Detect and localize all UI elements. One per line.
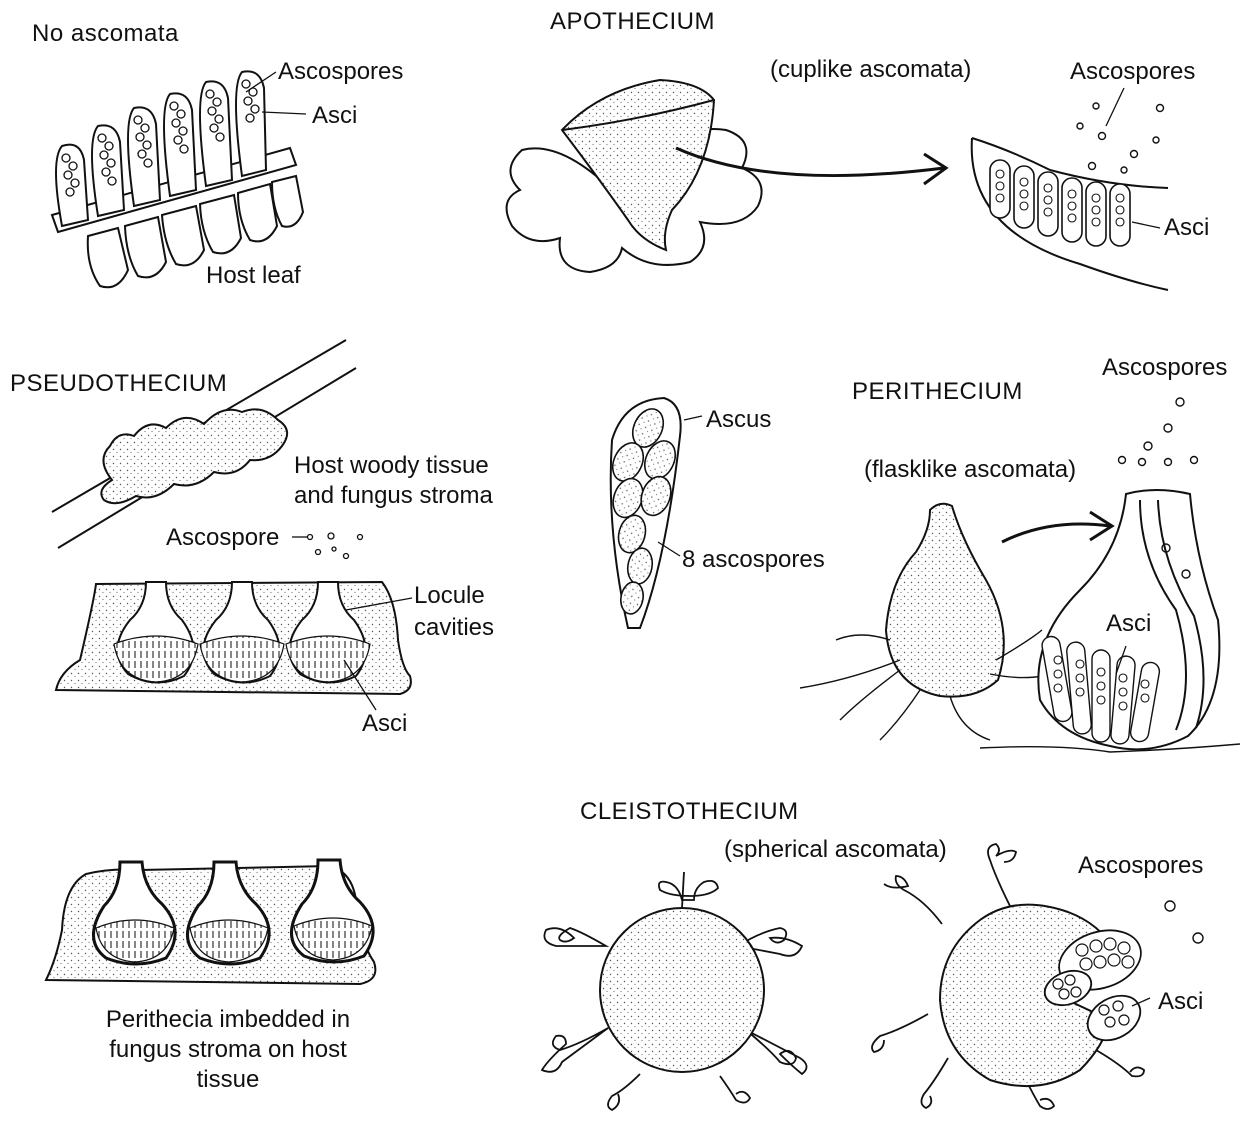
- imbedded-perithecia-drawing: [46, 860, 375, 984]
- apothecium-ascospores-label: Ascospores: [1070, 58, 1195, 86]
- apothecium-title: APOTHECIUM: [550, 8, 715, 36]
- cleistothecium-asci-label: Asci: [1158, 988, 1203, 1016]
- apothecium-asci-label: Asci: [1164, 214, 1209, 242]
- locule-label-line2: cavities: [414, 614, 494, 642]
- perithecium-asci-label: Asci: [1106, 610, 1151, 638]
- cleistothecium-open: [940, 905, 1114, 1086]
- host-tissue-label-line1: Host woody tissue: [294, 452, 489, 480]
- perithecium-title: PERITHECIUM: [852, 378, 1023, 406]
- eight-ascospores-label: 8 ascospores: [682, 546, 825, 574]
- apothecium-drawing: [507, 80, 1168, 290]
- apothecium-subtitle: (cuplike ascomata): [770, 56, 971, 84]
- perithecium-flask: [886, 504, 1004, 697]
- imbedded-caption-line3: tissue: [82, 1066, 374, 1094]
- perithecium-drawing: [800, 398, 1240, 752]
- host-leaf-label: Host leaf: [206, 262, 301, 290]
- pseudothecium-asci-label: Asci: [362, 710, 407, 738]
- locule-label-line1: Locule: [414, 582, 485, 610]
- ascospore-label: Ascospore: [166, 524, 279, 552]
- perithecium-subtitle: (flasklike ascomata): [864, 456, 1076, 484]
- ascus-label: Ascus: [706, 406, 771, 434]
- host-leaf-drawing: [52, 71, 306, 287]
- cleistothecium-title: CLEISTOTHECIUM: [580, 798, 799, 826]
- cleistothecium-drawing: [542, 844, 1203, 1110]
- imbedded-caption-line1: Perithecia imbedded in: [82, 1006, 374, 1034]
- no-ascomata-asci-label: Asci: [312, 102, 357, 130]
- perithecium-ascospores-label: Ascospores: [1102, 354, 1227, 382]
- host-tissue-label-line2: and fungus stroma: [294, 482, 493, 510]
- cleistothecium-whole: [600, 908, 764, 1072]
- pseudothecium-title: PSEUDOTHECIUM: [10, 370, 227, 398]
- imbedded-caption-line2: fungus stroma on host: [82, 1036, 374, 1064]
- host-woody-stroma: [101, 409, 287, 503]
- cleistothecium-subtitle: (spherical ascomata): [724, 836, 947, 864]
- no-ascomata-title: No ascomata: [32, 20, 179, 48]
- cleistothecium-ascospores-label: Ascospores: [1078, 852, 1203, 880]
- no-ascomata-ascospores-label: Ascospores: [278, 58, 403, 86]
- apothecium-released-spores: [1077, 103, 1164, 173]
- ascus-drawing: [607, 398, 702, 628]
